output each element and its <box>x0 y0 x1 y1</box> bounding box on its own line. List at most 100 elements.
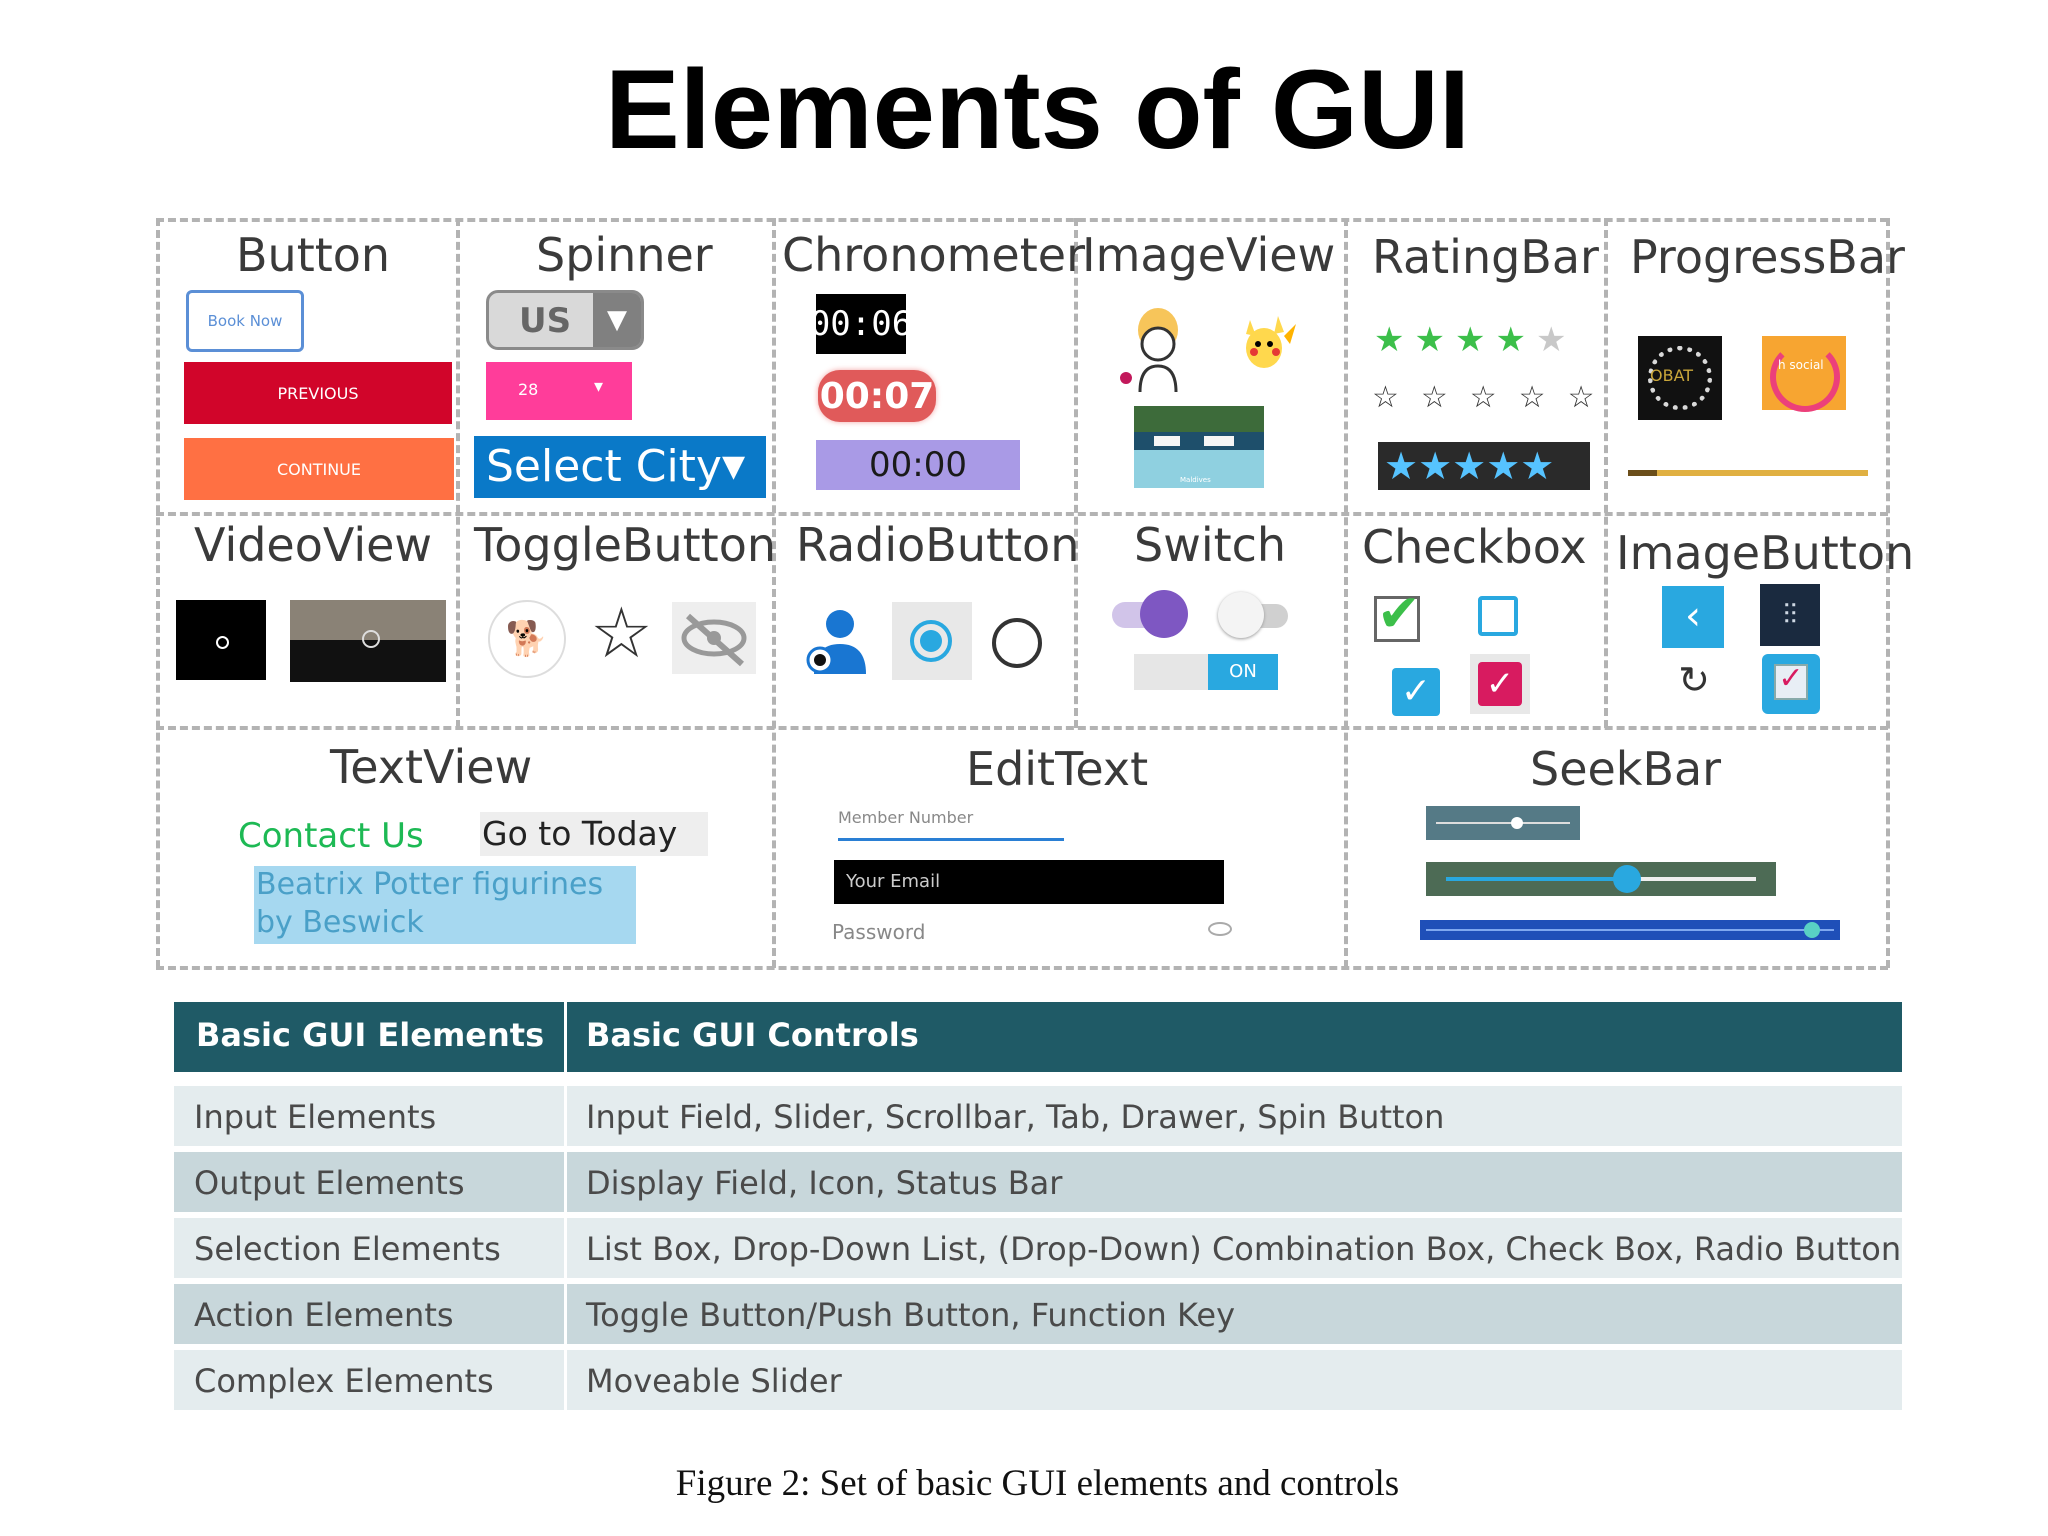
rating-bar-green[interactable]: ★★★★★ <box>1374 320 1576 360</box>
beach-image: Maldives <box>1134 406 1264 488</box>
toggle-dog-icon[interactable]: 🐕 <box>488 600 566 678</box>
cell-title-radiobutton: RadioButton <box>796 518 1080 572</box>
refresh-icon[interactable]: ↻ <box>1678 658 1710 702</box>
column-divider <box>564 1002 567 1072</box>
grid-line <box>456 218 460 728</box>
checkbox-checked-red-wrap[interactable]: ✓ <box>1470 654 1530 714</box>
video-view-1[interactable] <box>176 600 266 680</box>
textview-contact-link[interactable]: Contact Us <box>238 816 424 856</box>
radio-dot <box>920 630 942 652</box>
spinner-pink[interactable]: 28 ▾ <box>486 362 632 420</box>
radio-ring <box>910 620 952 662</box>
spinner-us-value: US <box>519 301 572 341</box>
switch-thumb-on[interactable] <box>1140 590 1188 638</box>
seekbar-2[interactable] <box>1426 862 1776 896</box>
spinner-us[interactable]: US ▼ <box>486 290 644 350</box>
star-icon[interactable]: ★ <box>1495 320 1536 360</box>
table-header: Basic GUI Elements Basic GUI Controls <box>174 1002 1902 1072</box>
book-now-button[interactable]: Book Now <box>186 290 304 352</box>
row-element: Action Elements <box>194 1296 454 1334</box>
switch-toggle-on[interactable]: ON <box>1134 654 1278 690</box>
radio-unselected[interactable] <box>992 618 1042 668</box>
cell-title-edittext: EditText <box>966 742 1149 796</box>
previous-button[interactable]: PREVIOUS <box>184 362 452 424</box>
report-check-icon[interactable]: ✓ <box>1762 654 1820 714</box>
checkbox-checked-green[interactable]: ✔ <box>1374 588 1421 642</box>
chronometer-3: 00:00 <box>816 440 1020 490</box>
beach-image-label: Maldives <box>1180 476 1211 484</box>
grid-line <box>156 726 1888 730</box>
progress-label-a: OBAT <box>1650 366 1694 385</box>
column-divider <box>564 1218 567 1278</box>
textview-go-to-today[interactable]: Go to Today <box>480 812 708 856</box>
seekbar-thumb[interactable] <box>1613 865 1641 893</box>
column-divider <box>564 1152 567 1212</box>
member-number-field[interactable]: Member Number <box>838 808 1064 841</box>
play-icon[interactable] <box>362 630 380 648</box>
toggle-visibility-off-icon[interactable] <box>672 602 756 674</box>
avatar-image <box>1120 308 1178 393</box>
checkbox-checked-red[interactable]: ✓ <box>1478 662 1522 706</box>
equalizer-icon[interactable]: ⫶⫶ <box>1760 584 1820 646</box>
table-row: Output Elements Display Field, Icon, Sta… <box>174 1152 1902 1212</box>
chronometer-1: 00:06 <box>810 294 912 354</box>
row-controls: List Box, Drop-Down List, (Drop-Down) Co… <box>586 1230 1902 1268</box>
cell-title-spinner: Spinner <box>536 228 713 282</box>
progress-spinner-dark: OBAT <box>1638 336 1722 420</box>
cell-title-textview: TextView <box>330 740 533 794</box>
cell-title-ratingbar: RatingBar <box>1372 230 1599 284</box>
email-placeholder: Your Email <box>846 871 941 892</box>
cell-title-togglebutton: ToggleButton <box>474 518 776 572</box>
progress-bar-linear <box>1628 470 1868 476</box>
checkbox-checked-blue[interactable]: ✓ <box>1392 668 1440 716</box>
grid-line <box>1604 218 1608 728</box>
star-icon[interactable]: ★ <box>1454 320 1496 360</box>
radio-user-icon[interactable] <box>800 604 870 678</box>
column-divider <box>564 1350 567 1410</box>
spinner-city-value: Select City <box>486 441 722 492</box>
grid-line <box>1886 218 1890 968</box>
chronometer-2: 00:07 <box>818 370 936 422</box>
rating-bar-outline[interactable]: ☆☆☆☆☆ <box>1372 380 1617 415</box>
rating-bar-blue[interactable]: ★★★★★ <box>1378 442 1590 490</box>
progress-spinner-orange: h social <box>1762 336 1846 412</box>
password-field[interactable]: Password <box>832 920 925 944</box>
star-icon[interactable]: ★ <box>1535 320 1577 360</box>
email-field[interactable]: Your Email <box>834 860 1224 904</box>
seekbar-1[interactable] <box>1426 806 1580 840</box>
chevron-left-icon[interactable]: ‹ <box>1662 586 1724 648</box>
continue-button[interactable]: CONTINUE <box>184 438 454 500</box>
row-element: Output Elements <box>194 1164 465 1202</box>
seekbar-thumb[interactable] <box>1804 922 1820 938</box>
cell-title-imagebutton: ImageButton <box>1616 526 1915 580</box>
chevron-down-icon: ▼ <box>593 293 641 347</box>
cell-title-videoview: VideoView <box>194 518 433 572</box>
play-icon[interactable] <box>216 636 229 649</box>
grid-line <box>772 218 776 968</box>
switch-thumb-off[interactable] <box>1218 592 1264 638</box>
video-view-2[interactable] <box>290 600 446 682</box>
pikachu-image <box>1246 316 1296 368</box>
spinner-pink-value: 28 <box>518 380 539 399</box>
seekbar-3[interactable] <box>1420 920 1840 940</box>
toggle-star-icon[interactable]: ☆ <box>590 592 653 674</box>
cell-title-switch: Switch <box>1134 518 1287 572</box>
star-icon[interactable]: ★ <box>1374 320 1415 360</box>
table-row: Selection Elements List Box, Drop-Down L… <box>174 1218 1902 1278</box>
textview-highlighted: Beatrix Potter figurines by Beswick <box>254 866 636 944</box>
spinner-select-city[interactable]: Select City ▼ <box>474 436 766 498</box>
header-controls: Basic GUI Controls <box>586 1016 919 1054</box>
table-row: Complex Elements Moveable Slider <box>174 1350 1902 1410</box>
seekbar-thumb[interactable] <box>1511 817 1523 829</box>
row-controls: Moveable Slider <box>586 1362 842 1400</box>
cell-title-seekbar: SeekBar <box>1530 742 1722 796</box>
star-icon[interactable]: ★ <box>1414 320 1455 360</box>
figure-caption: Figure 2: Set of basic GUI elements and … <box>675 1463 1400 1504</box>
eye-icon[interactable] <box>1208 922 1232 936</box>
row-controls: Toggle Button/Push Button, Function Key <box>586 1296 1235 1334</box>
radio-selected[interactable] <box>892 602 972 680</box>
checkbox-unchecked[interactable] <box>1478 596 1518 636</box>
page-title: Elements of GUI <box>604 47 1471 172</box>
member-number-placeholder: Member Number <box>838 808 974 827</box>
chevron-down-icon: ▾ <box>594 376 604 397</box>
